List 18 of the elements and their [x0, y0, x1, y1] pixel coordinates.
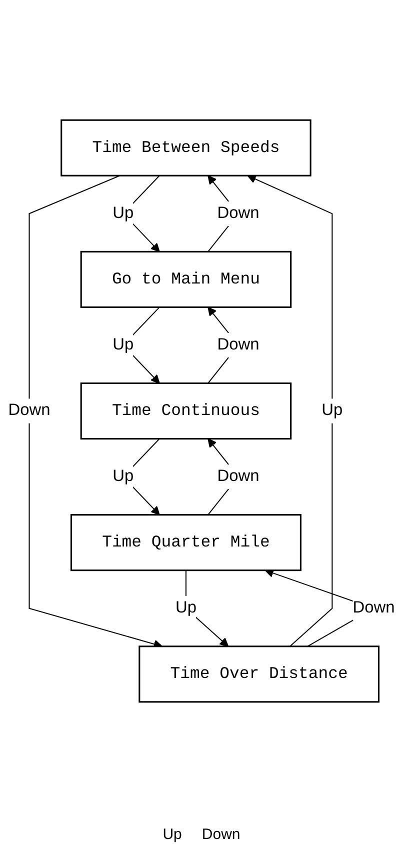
edge-label: Up [322, 402, 343, 420]
node-box: Time Continuous [80, 382, 292, 440]
node-box: Time Between Speeds [60, 119, 312, 176]
edge-label: Down [8, 402, 50, 420]
edge-label: Up [112, 468, 134, 486]
node-box: Go to Main Menu [80, 250, 292, 308]
arrow [247, 174, 333, 647]
edge-label: Up [112, 204, 134, 222]
edge-label: Down [352, 599, 395, 617]
edge-label: Down [217, 336, 260, 354]
edge-label: Down [217, 204, 260, 222]
node-box: Time Over Distance [138, 646, 380, 703]
edge-label: Down [217, 468, 260, 486]
edge-label: Up [175, 599, 196, 617]
direction-label: Up [162, 826, 182, 843]
direction-label: Down [202, 826, 240, 843]
edge-label: Up [112, 336, 134, 354]
node-box: Time Quarter Mile [70, 514, 302, 572]
